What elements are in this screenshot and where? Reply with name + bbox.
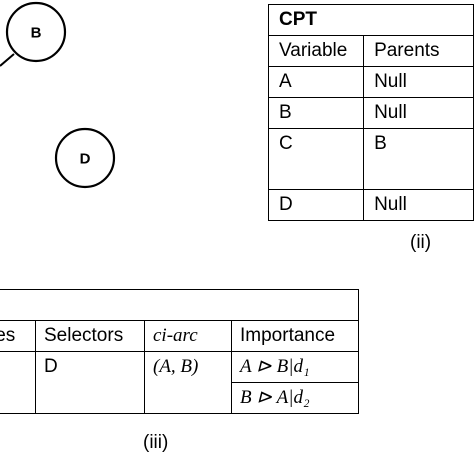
cpt-cell-variable: B (267, 97, 365, 129)
cpt-cell-variable: A (267, 66, 365, 98)
cpt-cell-parents: Null (363, 97, 474, 129)
node-b-label: B (31, 25, 42, 42)
table-row: D (A, B) A ⊳ B|d₁ (0, 351, 359, 414)
cpt-cell-variable: D (267, 189, 365, 221)
cpt-table: CPT Variable Parents A Null B Null C B D… (267, 4, 474, 221)
table-row: B Null (267, 97, 474, 129)
caption-ii: (ii) (410, 232, 432, 253)
cpt-title: CPT (268, 4, 474, 36)
edge-b-offscreen (0, 53, 15, 67)
node-d (54, 127, 116, 189)
selector-cell-partial (0, 351, 36, 414)
selector-table-top-row (0, 289, 359, 321)
node-d-label: D (80, 151, 91, 168)
cpt-cell-parents: Null (363, 66, 474, 98)
table-row: C B (267, 128, 474, 190)
selector-cell-importance-1: A ⊳ B|d₁ (231, 351, 359, 383)
selector-cell-selectors: D (35, 351, 145, 414)
cpt-header-variable: Variable (267, 35, 365, 67)
cpt-cell-parents: B (363, 128, 474, 190)
node-b (5, 1, 67, 63)
cpt-cell-variable: C (267, 128, 365, 190)
selector-cell-ci-arc: (A, B) (144, 351, 232, 414)
selector-cell-importance-2: B ⊳ A|d₂ (231, 382, 359, 414)
cpt-header-parents: Parents (363, 35, 474, 67)
cpt-cell-parents: Null (363, 189, 474, 221)
selector-header-importance: Importance (231, 320, 359, 352)
selector-header-ci-arc: ci-arc (144, 320, 232, 352)
table-row: B ⊳ A|d₂ (0, 382, 359, 414)
selector-header-selectors: Selectors (35, 320, 145, 352)
selector-table: ies Selectors ci-arc Importance D (A, B)… (0, 289, 359, 414)
caption-iii: (iii) (143, 432, 169, 453)
table-row: D Null (267, 189, 474, 221)
table-row: A Null (267, 66, 474, 98)
selector-header-partial: ies (0, 320, 36, 352)
